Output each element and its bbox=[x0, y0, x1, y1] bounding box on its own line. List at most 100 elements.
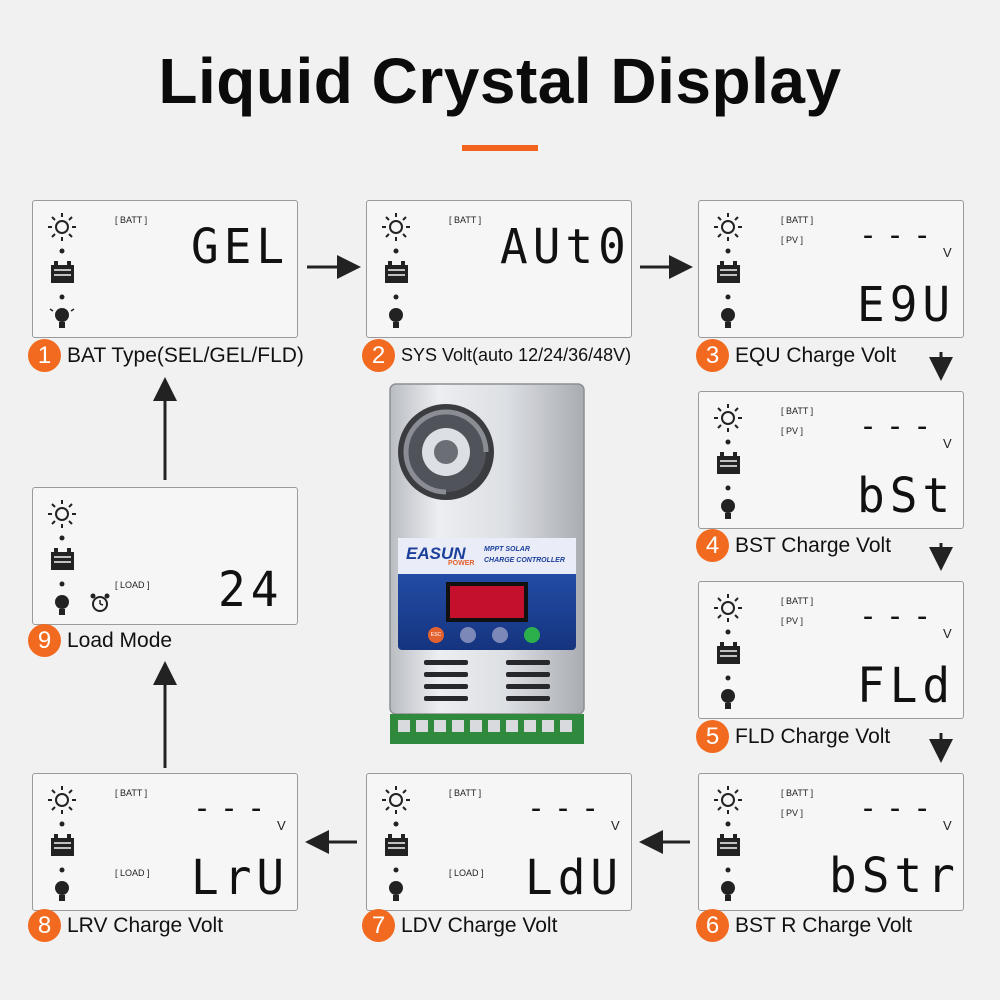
esc-button-label: ESC bbox=[430, 632, 442, 638]
caption-text: BST R Charge Volt bbox=[735, 913, 913, 937]
step-number-7: 7 bbox=[362, 909, 395, 942]
lcd-screen-2: [ BATT ] AUt0 bbox=[366, 200, 632, 338]
sun-icon bbox=[714, 213, 742, 241]
battery-icon bbox=[717, 261, 740, 283]
brand-sub: POWER bbox=[448, 560, 475, 567]
caption-3: 3 EQU Charge Volt bbox=[696, 339, 896, 372]
lcd-reading: E9U bbox=[857, 275, 956, 333]
lcd-dashes: --- bbox=[859, 791, 941, 826]
lcd-status-icons bbox=[714, 404, 742, 519]
lcd-dashes: --- bbox=[193, 791, 275, 826]
caption-text: BST Charge Volt bbox=[735, 533, 892, 557]
lcd-status-icons bbox=[714, 213, 742, 328]
lcd-status-icons bbox=[48, 500, 76, 615]
lcd-screen-3: [ BATT ] [ PV ] --- V E9U bbox=[698, 200, 964, 338]
battery-icon bbox=[51, 834, 74, 856]
lcd-dashes: --- bbox=[859, 409, 941, 444]
lcd-reading: LdU bbox=[525, 848, 624, 906]
volt-unit: V bbox=[943, 436, 952, 451]
caption-5: 5 FLD Charge Volt bbox=[696, 720, 890, 753]
lcd-reading: 24 bbox=[218, 560, 284, 618]
sun-icon bbox=[48, 786, 76, 814]
batt-indicator: [ BATT ] bbox=[449, 788, 482, 798]
volt-unit: V bbox=[943, 626, 952, 641]
fan-icon bbox=[398, 404, 494, 500]
lcd-dashes: --- bbox=[859, 218, 941, 253]
step-number-2: 2 bbox=[362, 339, 395, 372]
load-indicator: [ LOAD ] bbox=[449, 868, 484, 878]
caption-6: 6 BST R Charge Volt bbox=[696, 909, 912, 942]
bulb-icon bbox=[49, 308, 75, 328]
volt-unit: V bbox=[943, 245, 952, 260]
brand-logo: EASUN bbox=[406, 544, 466, 563]
step-number-4: 4 bbox=[696, 529, 729, 562]
bulb-icon bbox=[721, 499, 735, 519]
load-indicator: [ LOAD ] bbox=[115, 868, 150, 878]
caption-7: 7 LDV Charge Volt bbox=[362, 909, 557, 942]
product-line-2: CHARGE CONTROLLER bbox=[484, 557, 565, 564]
battery-icon bbox=[385, 834, 408, 856]
page-title: Liquid Crystal Display bbox=[158, 45, 842, 117]
batt-indicator: [ BATT ] bbox=[781, 215, 814, 225]
caption-text: BAT Type(SEL/GEL/FLD) bbox=[67, 343, 304, 367]
pv-indicator: [ PV ] bbox=[781, 426, 804, 436]
bulb-icon bbox=[389, 881, 403, 901]
step-number-6: 6 bbox=[696, 909, 729, 942]
caption-text: Load Mode bbox=[67, 628, 173, 652]
lcd-reading: bSt bbox=[857, 466, 956, 524]
battery-icon bbox=[717, 834, 740, 856]
bulb-icon bbox=[55, 881, 69, 901]
lcd-dashes: --- bbox=[527, 791, 609, 826]
lcd-status-icons bbox=[714, 786, 742, 901]
volt-unit: V bbox=[611, 818, 620, 833]
caption-text: LDV Charge Volt bbox=[401, 913, 558, 937]
title-underline bbox=[462, 145, 538, 151]
lcd-status-icons bbox=[382, 786, 410, 901]
battery-icon bbox=[385, 261, 408, 283]
volt-unit: V bbox=[277, 818, 286, 833]
step-number-3: 3 bbox=[696, 339, 729, 372]
lcd-reading: bStr bbox=[829, 846, 960, 904]
sun-icon bbox=[382, 213, 410, 241]
bulb-icon bbox=[55, 595, 69, 615]
volt-unit: V bbox=[943, 818, 952, 833]
lcd-screen-4: [ BATT ] [ PV ] --- V bSt bbox=[698, 391, 964, 529]
lcd-reading: FLd bbox=[857, 656, 956, 714]
lcd-reading: LrU bbox=[191, 848, 290, 906]
lcd-status-icons bbox=[382, 213, 410, 328]
sun-icon bbox=[48, 500, 76, 528]
bulb-icon bbox=[389, 308, 403, 328]
caption-text: SYS Volt(auto 12/24/36/48V) bbox=[401, 345, 632, 365]
charge-controller-device: EASUN POWER MPPT SOLAR CHARGE CONTROLLER… bbox=[384, 382, 590, 746]
caption-text: FLD Charge Volt bbox=[735, 724, 891, 748]
lcd-screen-8: [ BATT ] [ LOAD ] --- V LrU bbox=[32, 773, 298, 911]
batt-indicator: [ BATT ] bbox=[115, 788, 148, 798]
bulb-icon bbox=[721, 881, 735, 901]
sun-icon bbox=[48, 213, 76, 241]
step-number-8: 8 bbox=[28, 909, 61, 942]
load-indicator: [ LOAD ] bbox=[115, 580, 150, 590]
lcd-status-icons bbox=[48, 786, 76, 901]
caption-text: LRV Charge Volt bbox=[67, 913, 224, 937]
sun-icon bbox=[714, 786, 742, 814]
lcd-screen-1: [ BATT ] GEL bbox=[32, 200, 298, 338]
batt-indicator: [ BATT ] bbox=[781, 788, 814, 798]
sun-icon bbox=[714, 594, 742, 622]
caption-text: EQU Charge Volt bbox=[735, 343, 897, 367]
product-line-1: MPPT SOLAR bbox=[484, 546, 530, 553]
lcd-status-icons bbox=[714, 594, 742, 709]
bulb-icon bbox=[721, 689, 735, 709]
batt-indicator: [ BATT ] bbox=[115, 215, 148, 225]
caption-9: 9 Load Mode bbox=[28, 624, 172, 657]
step-number-5: 5 bbox=[696, 720, 729, 753]
lcd-dashes: --- bbox=[859, 599, 941, 634]
lcd-reading: AUt0 bbox=[500, 217, 631, 275]
lcd-screen-6: [ BATT ] [ PV ] --- V bStr bbox=[698, 773, 964, 911]
pv-indicator: [ PV ] bbox=[781, 616, 804, 626]
battery-icon bbox=[717, 452, 740, 474]
batt-indicator: [ BATT ] bbox=[449, 215, 482, 225]
pv-indicator: [ PV ] bbox=[781, 235, 804, 245]
caption-2: 2 SYS Volt(auto 12/24/36/48V) bbox=[362, 339, 631, 372]
step-number-1: 1 bbox=[28, 339, 61, 372]
sun-icon bbox=[382, 786, 410, 814]
